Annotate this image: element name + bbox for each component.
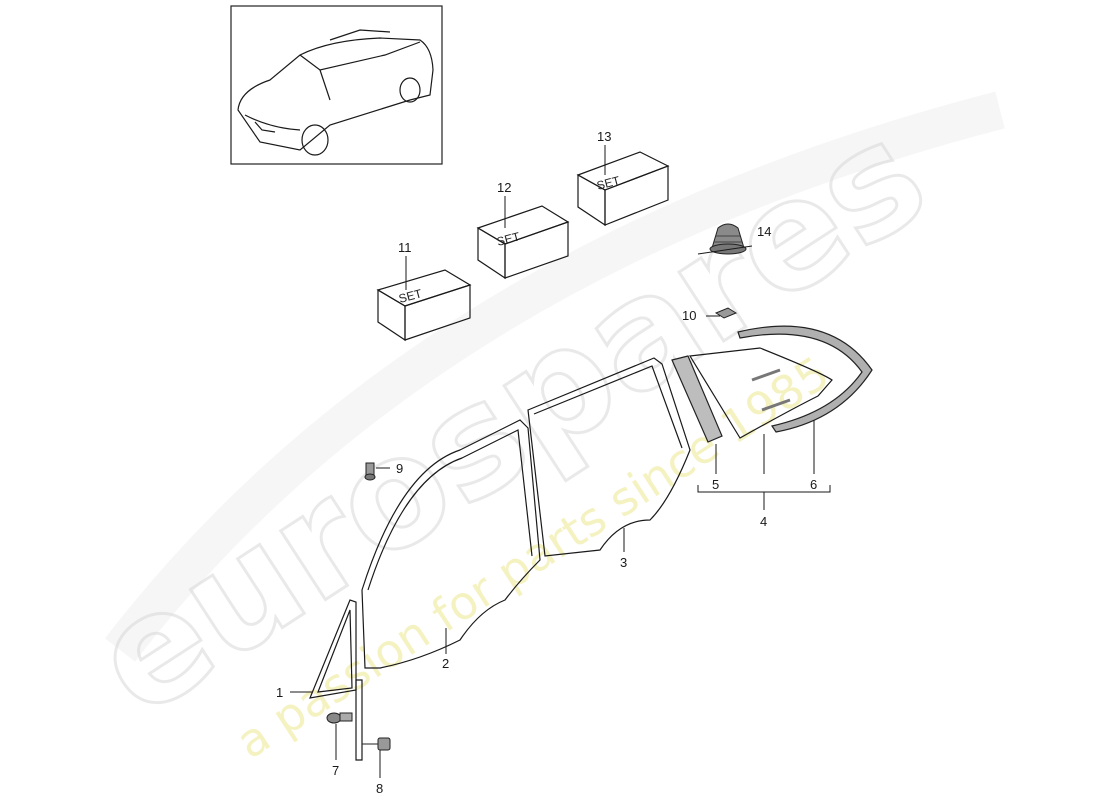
callout-6: 6 <box>810 477 817 492</box>
callout-5: 5 <box>712 477 719 492</box>
callout-9: 9 <box>396 461 403 476</box>
quarter-glass-part-1 <box>309 599 363 761</box>
set-label: SET <box>495 229 522 249</box>
fastener-part-8 <box>362 737 391 751</box>
set-box-13: SET <box>576 151 670 227</box>
seal-strip-part-6 <box>737 325 873 433</box>
callout-10: 10 <box>682 308 696 323</box>
callout-3: 3 <box>620 555 627 570</box>
trim-strip-part-5 <box>671 355 723 443</box>
car-outline-icon <box>237 29 434 156</box>
set-box-11: SET <box>376 269 472 342</box>
pad-part-10 <box>714 307 738 319</box>
front-door-glass-part-2 <box>361 419 541 669</box>
watermark: eurospares a passion for parts since 198… <box>63 86 1005 769</box>
callout-7: 7 <box>332 763 339 778</box>
set-label: SET <box>397 286 424 306</box>
callouts: 11 12 13 14 10 9 5 6 4 3 2 1 7 8 <box>276 129 817 796</box>
callout-14: 14 <box>757 224 771 239</box>
callout-11: 11 <box>398 240 412 255</box>
fixed-rear-glass-part-4 <box>688 347 833 439</box>
callout-1: 1 <box>276 685 283 700</box>
callout-8: 8 <box>376 781 383 796</box>
set-label: SET <box>595 173 622 193</box>
grommet-part-14 <box>697 223 753 255</box>
callout-12: 12 <box>497 180 511 195</box>
leader-lines <box>290 145 831 778</box>
callout-4: 4 <box>760 514 767 529</box>
callout-2: 2 <box>442 656 449 671</box>
fastener-part-7 <box>326 712 353 724</box>
callout-13: 13 <box>597 129 611 144</box>
set-box-12: SET <box>476 205 570 280</box>
rear-door-glass-part-3 <box>527 357 691 557</box>
bolt-part-9 <box>364 462 376 481</box>
vehicle-thumbnail <box>230 5 443 165</box>
